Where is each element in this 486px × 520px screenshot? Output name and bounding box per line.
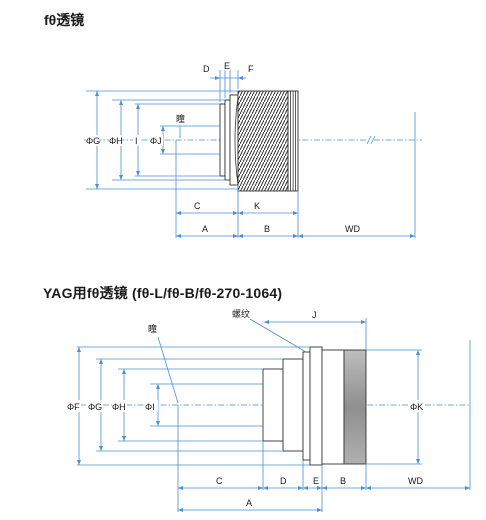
lens-front-housing (282, 358, 304, 452)
dim-label-i: I (135, 136, 138, 146)
yag-lens-diagram: 螺纹 J 瞳 ΦF ΦG ΦH ΦI ΦK (67, 308, 471, 512)
lens-flange-mid (224, 99, 231, 181)
dim-label-b: B (264, 224, 270, 234)
dim-label-e: E (224, 61, 230, 71)
axis-break-mark (370, 135, 376, 145)
thread-label: 螺纹 (232, 308, 250, 319)
title-yag-ftheta-lens: YAG用fθ透镜 (fθ-L/fθ-B/fθ-270-1064) (43, 285, 283, 301)
dim-label-d: D (203, 64, 210, 74)
ftheta-lens-diagram: 瞳 D E F ΦG ΦH I ΦJ (84, 61, 422, 238)
title-ftheta-lens: fθ透镜 (44, 12, 85, 28)
dim-label-a: A (202, 224, 208, 234)
dim-label-k2: ΦK (410, 402, 423, 412)
arrowheads-2 (77, 320, 470, 512)
dim-label-k: K (254, 201, 260, 211)
dim-label-wd2: WD (408, 476, 423, 486)
lens-grip-ring (287, 90, 299, 192)
dim-label-b2: B (340, 476, 346, 486)
thread-leader (249, 318, 307, 353)
dim-label-f2: ΦF (67, 402, 80, 412)
lens-flange (309, 346, 323, 466)
dim-label-g2: ΦG (88, 402, 102, 412)
pupil-label-2: 瞳 (148, 323, 157, 334)
dim-label-f: F (248, 64, 254, 74)
dim-label-h2: ΦH (112, 402, 126, 412)
yag-lens-body (262, 346, 367, 466)
dim-label-a2: A (246, 498, 252, 508)
axis-break-mark (366, 135, 372, 145)
ftheta-lens-body (219, 90, 299, 192)
lens-knurled-ring (237, 90, 289, 192)
lens-front-element (262, 368, 284, 442)
lens-barrel (343, 349, 367, 465)
dim-label-h: ΦH (109, 136, 123, 146)
dim-label-wd: WD (345, 224, 360, 234)
pupil-label: 瞳 (176, 113, 185, 124)
dim-label-i2: ΦI (145, 402, 155, 412)
lens-thread-ring (302, 351, 311, 461)
dim-label-c: C (194, 201, 201, 211)
lens-collar (321, 349, 345, 465)
pupil-leader-2 (157, 336, 179, 404)
dim-label-g: ΦG (86, 136, 100, 146)
dim-label-c2: C (216, 476, 223, 486)
dim-label-d2: D (280, 476, 287, 486)
lens-flange-front (219, 103, 226, 177)
dim-label-j: ΦJ (150, 136, 162, 146)
arrowheads (95, 76, 415, 238)
dim-label-j2: J (312, 310, 317, 320)
dim-label-e2: E (313, 476, 319, 486)
